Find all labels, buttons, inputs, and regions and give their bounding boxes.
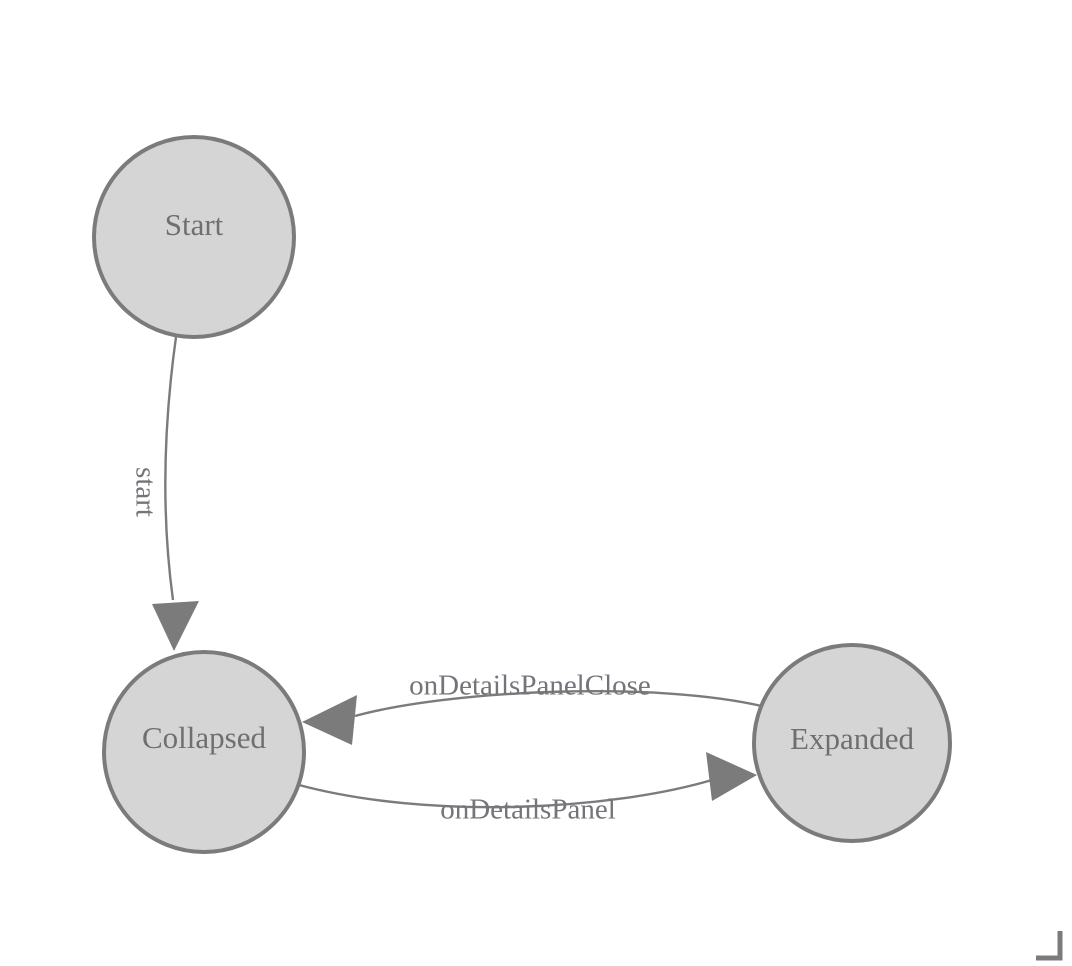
edge-start-to-collapsed[interactable] — [152, 336, 199, 651]
node-expanded-circle — [752, 643, 952, 843]
node-expanded-label: Expanded — [790, 721, 914, 756]
node-collapsed[interactable]: Collapsed — [102, 650, 306, 854]
edge-collapsed-to-expanded[interactable] — [298, 752, 757, 809]
node-start-label: Start — [165, 207, 224, 242]
edge-label-on-details-panel-close: onDetailsPanelClose — [409, 670, 651, 702]
arrowhead-right-expanded — [706, 752, 757, 801]
edge-expanded-to-collapsed[interactable] — [302, 690, 771, 745]
edge-label-start: start — [129, 467, 161, 517]
edge-path-collapsed-to-expanded — [298, 778, 713, 809]
bottom-right-corner-mark — [1036, 931, 1063, 961]
node-collapsed-label: Collapsed — [142, 720, 266, 755]
node-start-circle — [92, 135, 296, 339]
node-collapsed-circle — [102, 650, 306, 854]
node-start[interactable]: Start — [92, 135, 296, 339]
arrowhead-left-collapsed — [302, 695, 357, 745]
edge-label-on-details-panel: onDetailsPanel — [440, 794, 616, 826]
edge-path-expanded-to-collapsed — [354, 690, 771, 718]
edge-path-start-to-collapsed — [164, 336, 178, 601]
arrowhead-down-collapsed — [152, 601, 199, 651]
node-expanded[interactable]: Expanded — [752, 643, 952, 843]
